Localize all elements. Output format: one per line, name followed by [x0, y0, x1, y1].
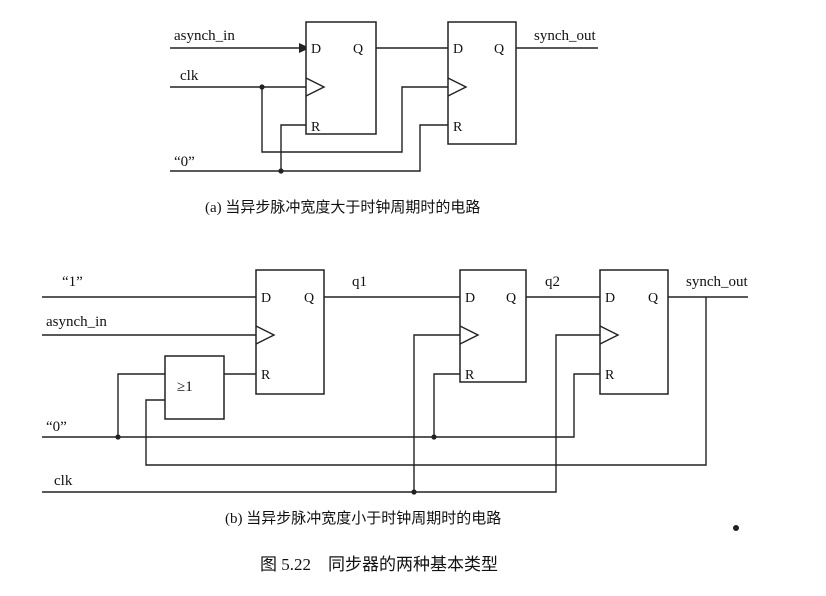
b-junction-clk	[411, 489, 417, 495]
a-wire-zero	[170, 124, 448, 172]
a-ff2-pin-q: Q	[494, 42, 504, 57]
b-label-zero: “0”	[46, 419, 67, 435]
a-wire-clk-ff2	[261, 86, 448, 153]
a-label-zero: “0”	[174, 154, 195, 170]
a-arrow-d	[299, 43, 310, 53]
b-label-asynch-in: asynch_in	[46, 314, 107, 330]
figure-caption: 图 5.22 同步器的两种基本类型	[260, 555, 498, 574]
b-wire-clk-ff2	[413, 334, 460, 492]
b-flip-flop-2: D Q R	[459, 269, 527, 383]
a-wire-r1	[280, 124, 306, 171]
b-ff2-pin-r: R	[465, 368, 475, 383]
b-wire-r2	[433, 373, 460, 437]
b-ff1-pin-r: R	[261, 368, 271, 383]
a-ff1-pin-d: D	[311, 42, 321, 57]
a-flip-flop-1: D Q R	[305, 21, 377, 135]
diagram-a: D Q R D Q R asynch_in clk “0” synch_out …	[170, 21, 598, 216]
b-wire-feedback	[145, 297, 707, 466]
b-ff3-pin-r: R	[605, 368, 615, 383]
b-ff3-pin-q: Q	[648, 291, 658, 306]
ink-dot	[733, 525, 739, 531]
b-label-clk: clk	[54, 473, 73, 489]
b-caption: (b) 当异步脉冲宽度小于时钟周期时的电路	[225, 510, 501, 527]
a-ff2-pin-d: D	[453, 42, 463, 57]
b-label-one: “1”	[62, 274, 83, 290]
b-ff2-pin-d: D	[465, 291, 475, 306]
b-ff1-pin-d: D	[261, 291, 271, 306]
a-ff2-pin-r: R	[453, 120, 463, 135]
a-ff1-pin-q: Q	[353, 42, 363, 57]
b-label-q1: q1	[352, 274, 367, 290]
b-label-q2: q2	[545, 274, 560, 290]
b-ff1-pin-q: Q	[304, 291, 314, 306]
b-junction-zero-1	[115, 434, 121, 440]
a-junction-zero	[278, 168, 284, 174]
a-caption: (a) 当异步脉冲宽度大于时钟周期时的电路	[205, 199, 480, 216]
b-wire-zero	[42, 373, 600, 438]
b-ff2-pin-q: Q	[506, 291, 516, 306]
b-wire-clk	[42, 334, 600, 493]
b-flip-flop-1: D Q R	[255, 269, 325, 395]
b-or-gate: ≥1	[164, 355, 225, 420]
b-ff3-pin-d: D	[605, 291, 615, 306]
a-flip-flop-2: D Q R	[447, 21, 517, 145]
b-label-synch-out: synch_out	[686, 274, 748, 290]
a-label-asynch-in: asynch_in	[174, 28, 235, 44]
b-or-gate-label: ≥1	[177, 379, 193, 395]
a-junction-clk	[259, 84, 265, 90]
a-ff1-pin-r: R	[311, 120, 321, 135]
a-label-synch-out: synch_out	[534, 28, 596, 44]
b-wire-or-in1	[117, 373, 165, 437]
b-flip-flop-3: D Q R	[599, 269, 669, 395]
a-label-clk: clk	[180, 68, 199, 84]
diagram-b: ≥1 D Q R D Q R D Q R “1” asynch_in	[42, 269, 748, 527]
b-junction-zero-2	[431, 434, 437, 440]
